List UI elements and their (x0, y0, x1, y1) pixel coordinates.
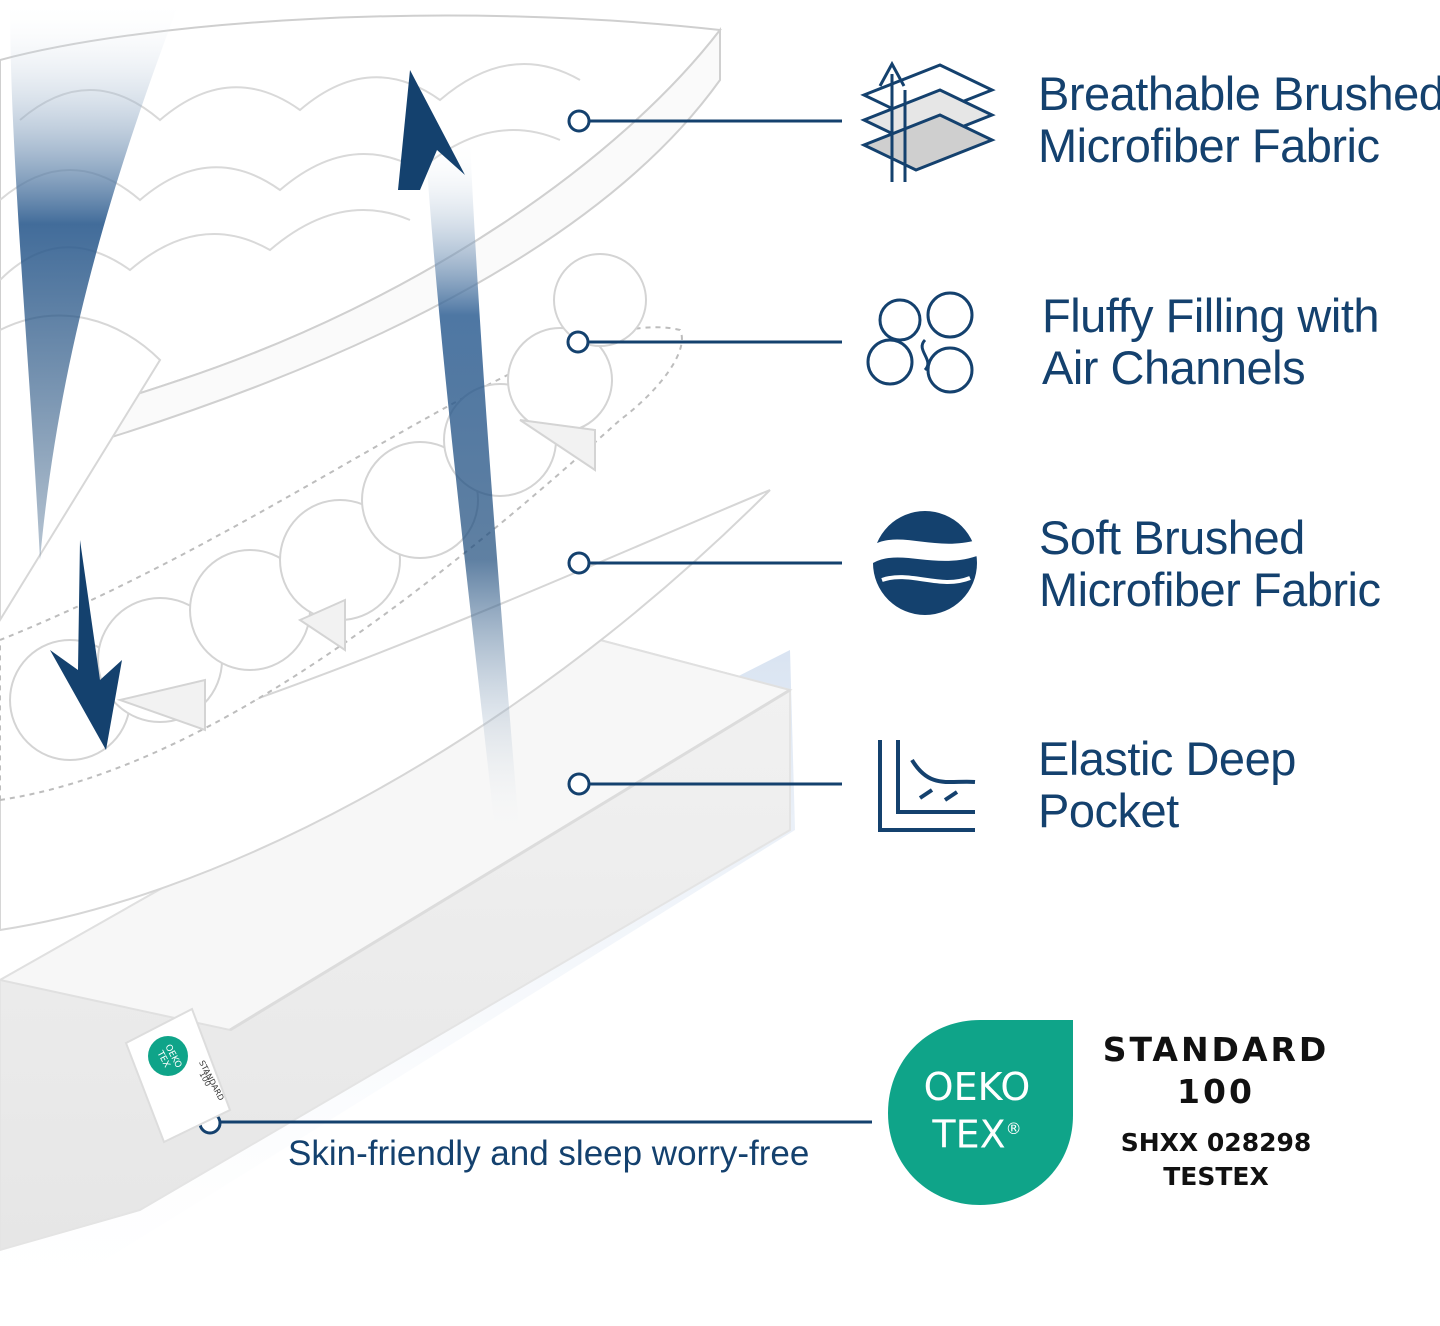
cert-standard: STANDARD (1102, 1030, 1330, 1069)
cert-lab: TESTEX (1163, 1162, 1269, 1191)
feature-label-line2: Microfiber Fabric (1039, 563, 1381, 616)
down-arrow-icon (50, 540, 122, 750)
feature-label-line1: Soft Brushed (1039, 511, 1305, 564)
soft-surface-icon (873, 511, 977, 615)
feature-label-line1: Breathable Brushed (1038, 67, 1440, 120)
feature-label-line2: Microfiber Fabric (1038, 119, 1380, 172)
feature-deep-pocket: Elastic Deep Pocket (1038, 733, 1296, 837)
cert-number: 100 (1177, 1072, 1255, 1111)
bottom-fabric-layer (0, 489, 771, 932)
feature-breathable-fabric: Breathable Brushed Microfiber Fabric (1038, 68, 1440, 172)
connector-lines (198, 109, 872, 1135)
oeko-logo-text: OEKO TEX® (912, 1066, 1042, 1156)
oeko-logo-line2: TEX (932, 1112, 1006, 1157)
feature-label-line1: Elastic Deep (1038, 732, 1296, 785)
layered-fabric-icon (860, 60, 996, 182)
oeko-tex-fabric-tag: OEKO TEX STANDARD 100 (124, 1007, 232, 1144)
feature-label-line2: Pocket (1038, 784, 1179, 837)
feature-fluffy-filling: Fluffy Filling with Air Channels (1042, 289, 1380, 394)
feature-label-line2: Air Channels (1042, 341, 1306, 394)
feature-soft-fabric: Soft Brushed Microfiber Fabric (1039, 511, 1381, 616)
airflow-arrows (10, 0, 520, 840)
registered-mark: ® (1005, 1119, 1022, 1138)
cotton-icon (866, 291, 974, 394)
deep-pocket-icon (878, 740, 976, 832)
feature-label-line1: Fluffy Filling with (1042, 289, 1380, 342)
cert-code: SHXX 028298 (1120, 1128, 1312, 1157)
oeko-logo-line1: OEKO (923, 1065, 1031, 1109)
oeko-tex-logo (888, 1020, 1073, 1205)
tagline: Skin-friendly and sleep worry-free (288, 1134, 810, 1173)
up-arrow-icon (398, 70, 465, 190)
